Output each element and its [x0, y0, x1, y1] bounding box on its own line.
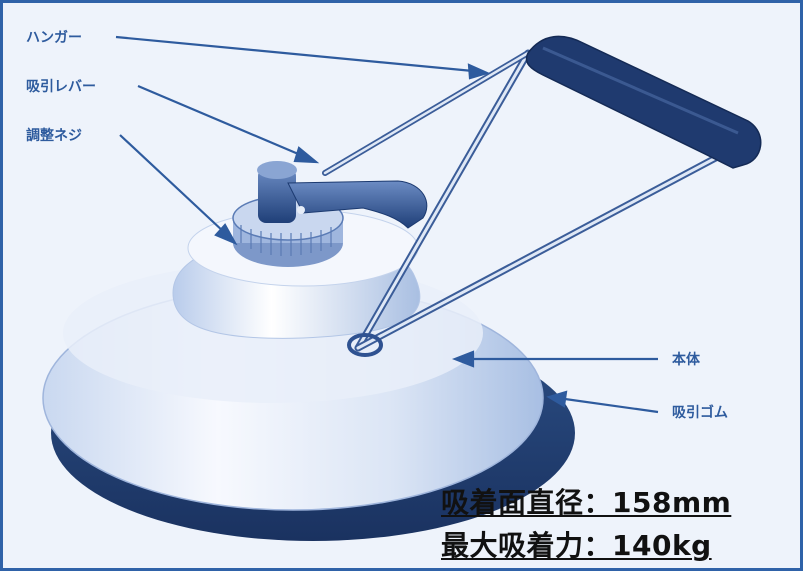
spec-max-force: 最大吸着力：140kg: [441, 529, 712, 562]
label-body: 本体: [672, 352, 700, 368]
label-hanger: ハンガー: [26, 30, 82, 46]
label-suction-rubber: 吸引ゴム: [672, 405, 728, 421]
leader-suction-lever: [137, 84, 320, 164]
leader-suction-rubber: [546, 390, 659, 414]
main-body-shape: [42, 209, 544, 511]
leader-body: [451, 350, 658, 368]
leader-adjust-screw: [119, 134, 238, 246]
label-suction-lever: 吸引レバー: [26, 79, 96, 95]
suction-lever-shape: [257, 161, 428, 229]
leader-hanger: [115, 35, 491, 80]
label-adjust-screw: 調整ネジ: [26, 128, 82, 144]
spec-diameter: 吸着面直径：158mm: [441, 486, 732, 519]
suction-cup-illustration: [42, 35, 762, 541]
hanger-grip-shape: [525, 35, 762, 169]
hanger-shape: [322, 49, 729, 357]
